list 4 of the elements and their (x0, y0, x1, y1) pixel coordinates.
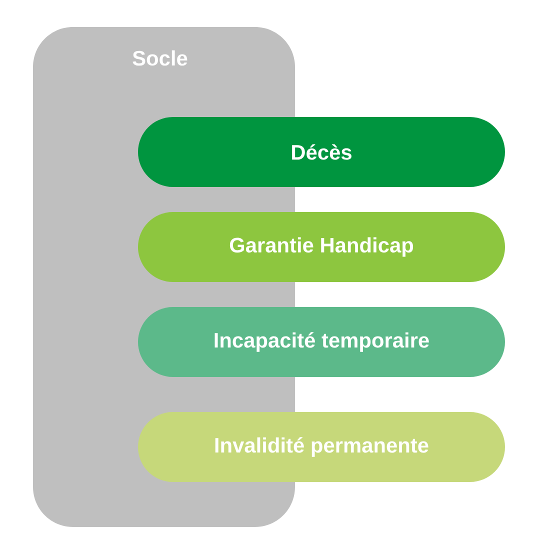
pill-box: Garantie Handicap (138, 212, 505, 282)
pill-box: Incapacité temporaire (138, 307, 505, 377)
pill-box: Décès (138, 117, 505, 187)
pill-box: Invalidité permanente (138, 412, 505, 482)
